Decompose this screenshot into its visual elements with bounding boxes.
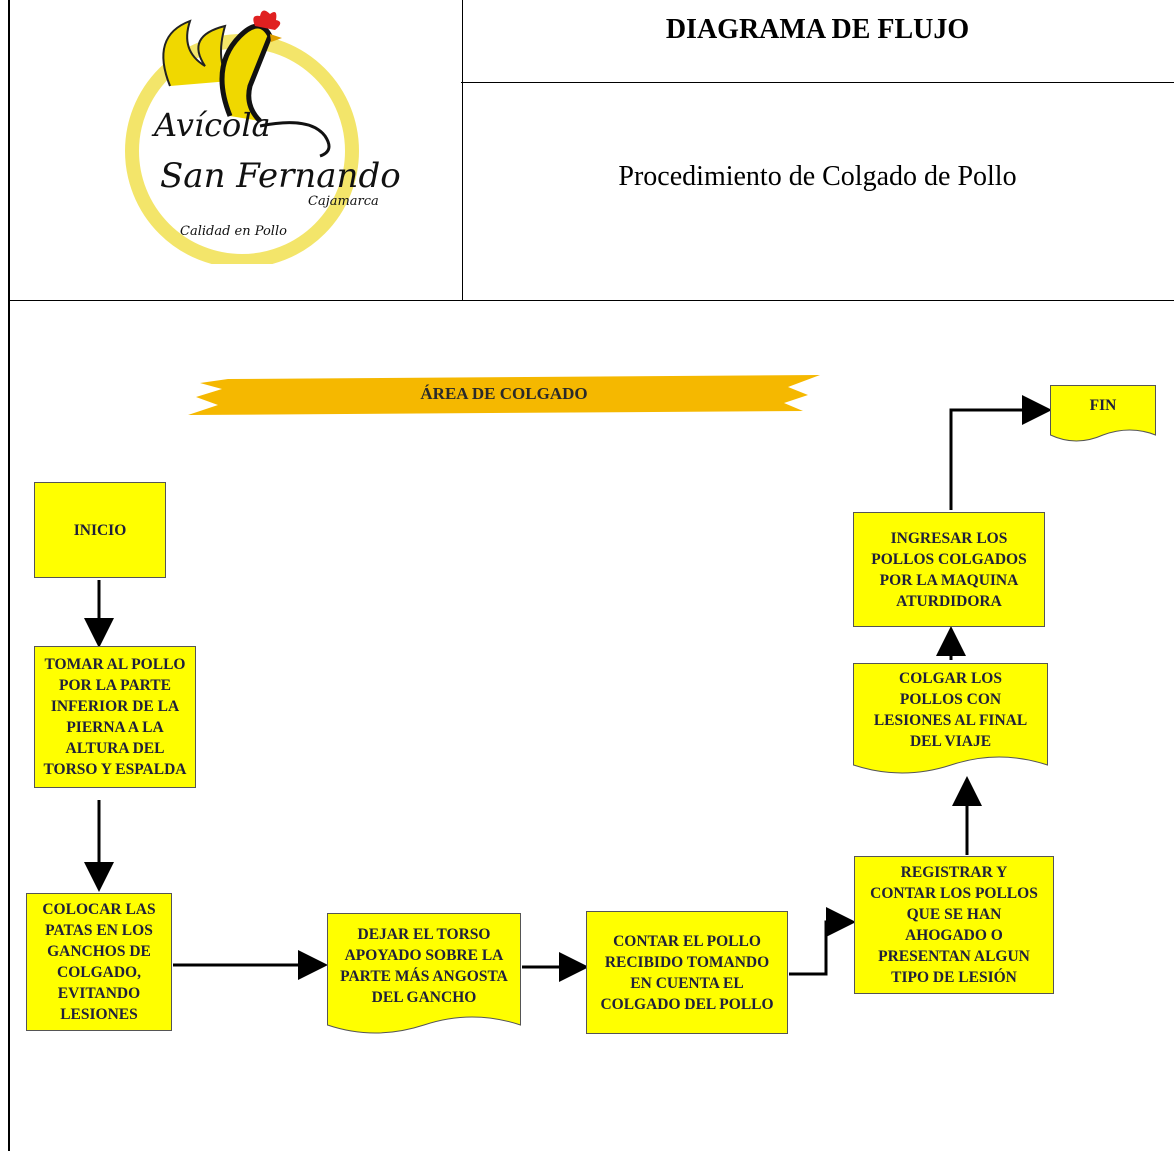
document-shape bbox=[853, 663, 1048, 774]
node-colgar-lesiones[interactable]: COLGAR LOS POLLOS CON LESIONES AL FINAL … bbox=[853, 663, 1048, 780]
document-shape bbox=[327, 913, 521, 1034]
node-ingresar-label: INGRESAR LOS POLLOS COLGADOS POR LA MAQU… bbox=[871, 529, 1027, 610]
node-contar-pollo-label: CONTAR EL POLLO RECIBIDO TOMANDO EN CUEN… bbox=[600, 932, 774, 1013]
logo-cell: Avícola San Fernando Cajamarca Calidad e… bbox=[8, 0, 463, 301]
arrow-count-to-register bbox=[789, 907, 856, 976]
logo-text-san-fernando: San Fernando bbox=[160, 156, 401, 196]
rooster-logo-icon bbox=[125, 10, 359, 264]
node-tomar-pollo[interactable]: TOMAR AL POLLO POR LA PARTE INFERIOR DE … bbox=[34, 646, 196, 788]
node-inicio-label: INICIO bbox=[73, 521, 127, 539]
node-registrar-label: REGISTRAR Y CONTAR LOS POLLOS QUE SE HAN… bbox=[870, 864, 1038, 986]
diagram-border bbox=[8, 300, 10, 1151]
logo-text-avicola: Avícola bbox=[154, 106, 271, 144]
arrow-enter-to-end bbox=[949, 395, 1052, 510]
logo-text-slogan: Calidad en Pollo bbox=[180, 224, 287, 239]
node-fin-label: FIN bbox=[1089, 396, 1117, 414]
title-cell: DIAGRAMA DE FLUJO bbox=[461, 0, 1174, 83]
node-ingresar[interactable]: INGRESAR LOS POLLOS COLGADOS POR LA MAQU… bbox=[853, 512, 1045, 627]
node-contar-pollo[interactable]: CONTAR EL POLLO RECIBIDO TOMANDO EN CUEN… bbox=[586, 911, 788, 1034]
node-dejar-torso[interactable]: DEJAR EL TORSO APOYADO SOBRE LA PARTE MÁ… bbox=[327, 913, 521, 1040]
node-colocar-patas-label: COLOCAR LAS PATAS EN LOS GANCHOS DE COLG… bbox=[42, 901, 156, 1023]
area-banner-label: ÁREA DE COLGADO bbox=[420, 384, 588, 403]
document-title: DIAGRAMA DE FLUJO bbox=[665, 14, 970, 45]
company-logo: Avícola San Fernando Cajamarca Calidad e… bbox=[110, 6, 401, 264]
node-dejar-torso-label: DEJAR EL TORSO APOYADO SOBRE LA PARTE MÁ… bbox=[340, 925, 508, 1006]
banner-shape bbox=[188, 375, 820, 415]
subtitle-cell: Procedimiento de Colgado de Pollo bbox=[461, 83, 1174, 301]
node-fin[interactable]: FIN bbox=[1050, 385, 1156, 449]
node-inicio[interactable]: INICIO bbox=[34, 482, 166, 578]
document-shape bbox=[1050, 385, 1156, 442]
node-registrar[interactable]: REGISTRAR Y CONTAR LOS POLLOS QUE SE HAN… bbox=[854, 856, 1054, 994]
area-banner: ÁREA DE COLGADO bbox=[188, 375, 820, 415]
node-tomar-pollo-label: TOMAR AL POLLO POR LA PARTE INFERIOR DE … bbox=[43, 656, 187, 778]
logo-text-cajamarca: Cajamarca bbox=[308, 194, 379, 209]
node-colgar-lesiones-label: COLGAR LOS POLLOS CON LESIONES AL FINAL … bbox=[873, 669, 1028, 750]
document-subtitle: Procedimiento de Colgado de Pollo bbox=[618, 161, 1017, 192]
node-colocar-patas[interactable]: COLOCAR LAS PATAS EN LOS GANCHOS DE COLG… bbox=[26, 893, 172, 1031]
